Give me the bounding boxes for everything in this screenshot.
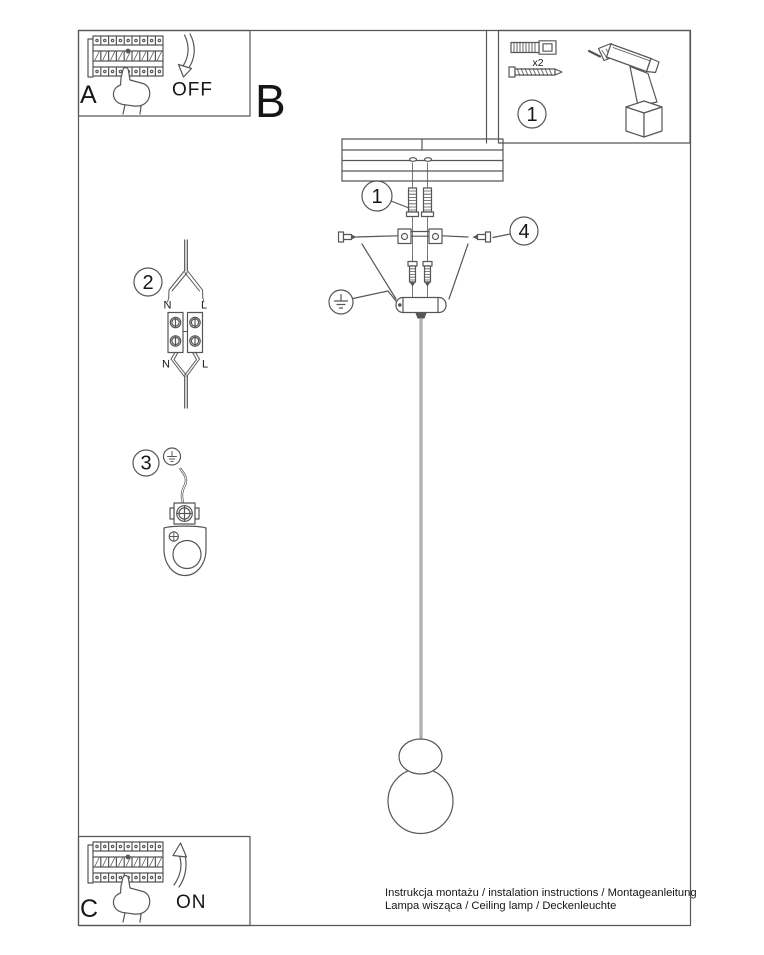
side-screw-right-icon (472, 231, 492, 243)
power-cable-top (167, 239, 205, 303)
tools-box (485, 29, 691, 144)
step-2-badge: 2 (142, 272, 153, 294)
lamp-bulb (387, 767, 454, 835)
ground-symbol-small (162, 447, 182, 466)
wire-n-label-bottom: N (162, 359, 170, 371)
curved-arrow-down-icon (177, 33, 195, 78)
curved-arrow-up-icon (172, 842, 188, 888)
lamp-holder-illustration (163, 502, 207, 577)
drill-icon (587, 42, 663, 138)
mounting-bracket-illustration (355, 228, 469, 245)
quantity-label: x2 (532, 57, 543, 69)
wiring-diagram (133, 239, 205, 409)
step-1-callout (361, 180, 410, 212)
footer-line-2: Lampa wisząca / Ceiling lamp / Deckenleu… (385, 900, 616, 912)
mounting-screws-illustration (407, 260, 433, 287)
step-1-main-badge: 1 (371, 186, 382, 208)
canopy-illustration (395, 296, 447, 319)
step-2-badge-circle (133, 267, 163, 297)
panel-c-label: C (80, 895, 98, 923)
power-cable-bottom (170, 352, 200, 409)
wire-l-label-top: L (201, 300, 207, 312)
wall-plug-icon (510, 40, 557, 55)
step-1-badge-circle (517, 99, 547, 129)
page-frame (77, 29, 692, 927)
step-3-badge: 3 (140, 453, 151, 475)
step-4-callout (492, 216, 539, 246)
panel-a-box (77, 29, 251, 117)
ground-symbol (328, 289, 399, 315)
section-b-label: B (255, 75, 286, 127)
text-layer: A OFF B x2 1 1 4 2 3 N L N L C ON Instru… (80, 57, 697, 923)
wall-plugs-illustration (405, 187, 435, 218)
step-3-badge-circle (132, 449, 160, 477)
lamp-socket-ball (398, 738, 443, 775)
ceiling-illustration (341, 138, 504, 182)
step-1-badge: 1 (526, 104, 537, 126)
assembly-diagram (328, 138, 539, 835)
step-4-badge: 4 (518, 221, 529, 243)
on-label: ON (176, 892, 207, 913)
ground-wire-diagram (132, 447, 207, 577)
terminal-block-illustration (167, 311, 204, 354)
panel-a-label: A (80, 81, 97, 109)
screw-icon (508, 66, 563, 78)
panel-c-box (77, 835, 251, 927)
wire-l-label-bottom: L (202, 359, 208, 371)
side-screw-left-icon (337, 231, 357, 243)
ground-wire-icon (179, 467, 188, 506)
footer-line-1: Instrukcja montażu / instalation instruc… (385, 887, 697, 899)
off-label: OFF (172, 80, 213, 101)
wire-n-label-top: N (164, 300, 172, 312)
